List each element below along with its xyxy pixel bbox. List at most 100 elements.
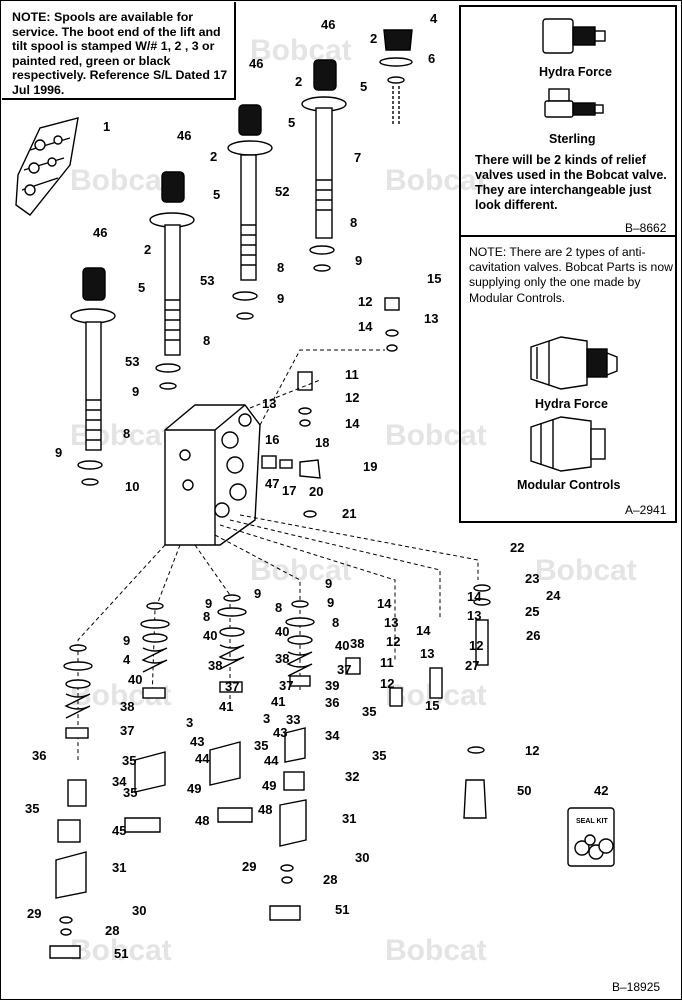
callout-9: 9	[277, 291, 284, 306]
callout-12: 12	[386, 634, 400, 649]
callout-14: 14	[467, 589, 482, 604]
anticav-note: NOTE: There are 2 types of anti-cavitati…	[469, 245, 673, 305]
callout-31: 31	[112, 860, 126, 875]
callout-41: 41	[271, 694, 285, 709]
callout-37: 37	[337, 662, 351, 677]
callout-5: 5	[288, 115, 295, 130]
callout-13: 13	[424, 311, 438, 326]
callout-46: 46	[321, 17, 335, 32]
callout-2: 2	[144, 242, 151, 257]
sterling-label: Sterling	[549, 132, 596, 146]
callout-20: 20	[309, 484, 323, 499]
callout-5: 5	[138, 280, 145, 295]
watermark: Bobcat	[385, 934, 487, 967]
callout-3: 3	[186, 715, 193, 730]
callout-9: 9	[55, 445, 62, 460]
callout-35: 35	[372, 748, 386, 763]
callout-2: 2	[370, 31, 377, 46]
callout-32: 32	[345, 769, 359, 784]
anticav-ref: A–2941	[625, 503, 667, 517]
callout-13: 13	[384, 615, 398, 630]
callout-8: 8	[275, 600, 282, 615]
watermark: Bobcat	[385, 419, 487, 452]
watermark: Bobcat	[535, 554, 637, 587]
callout-40: 40	[203, 628, 217, 643]
watermark: Bobcat	[250, 554, 352, 587]
hydra-force-label: Hydra Force	[539, 65, 612, 79]
valve-body	[164, 404, 261, 546]
callout-40: 40	[335, 638, 349, 653]
seal-kit-label: SEAL KIT	[576, 818, 608, 825]
callout-1: 1	[103, 119, 110, 134]
callout-12: 12	[469, 638, 483, 653]
callout-38: 38	[350, 636, 364, 651]
relief-valve-note: There will be 2 kinds of relief valves u…	[475, 153, 667, 212]
detent-housings	[49, 727, 307, 959]
relief-ref: B–8662	[625, 221, 667, 235]
callout-30: 30	[355, 850, 369, 865]
callout-5: 5	[213, 187, 220, 202]
hydra-force-label: Hydra Force	[535, 397, 608, 411]
callout-9: 9	[355, 253, 362, 268]
callout-9: 9	[123, 633, 130, 648]
callout-49: 49	[262, 778, 276, 793]
callout-15: 15	[427, 271, 441, 286]
callout-13: 13	[262, 396, 276, 411]
callout-14: 14	[345, 416, 360, 431]
watermark: Bobcat	[70, 164, 172, 197]
callout-13: 13	[467, 608, 481, 623]
watermark: Bobcat	[70, 419, 172, 452]
callout-46: 46	[93, 225, 107, 240]
callout-35: 35	[122, 753, 136, 768]
callout-9: 9	[327, 595, 334, 610]
callout-9: 9	[254, 586, 261, 601]
callout-18: 18	[315, 435, 329, 450]
relief-valve-parts	[261, 297, 491, 819]
callout-12: 12	[525, 743, 539, 758]
callout-43: 43	[190, 734, 204, 749]
dashed-leaders	[77, 349, 479, 760]
callout-27: 27	[465, 658, 479, 673]
callout-15: 15	[425, 698, 439, 713]
callout-8: 8	[203, 333, 210, 348]
anticav-valve-illustrations	[530, 336, 618, 472]
callout-12: 12	[358, 294, 372, 309]
callout-53: 53	[200, 273, 214, 288]
callout-5: 5	[360, 79, 367, 94]
callout-30: 30	[132, 903, 146, 918]
callout-8: 8	[277, 260, 284, 275]
callout-6: 6	[428, 51, 435, 66]
callout-50: 50	[517, 783, 531, 798]
callout-25: 25	[525, 604, 539, 619]
callout-28: 28	[105, 923, 119, 938]
callout-2: 2	[210, 149, 217, 164]
callout-45: 45	[112, 823, 126, 838]
callout-8: 8	[123, 426, 130, 441]
callout-53: 53	[125, 354, 139, 369]
callout-9: 9	[205, 596, 212, 611]
callout-2: 2	[295, 74, 302, 89]
relief-valve-panel: Hydra Force Sterling There will be 2 kin…	[459, 5, 677, 237]
callout-9: 9	[132, 384, 139, 399]
callout-35: 35	[25, 801, 39, 816]
callout-14: 14	[377, 596, 392, 611]
callout-22: 22	[510, 540, 524, 555]
watermark: Bobcat	[250, 34, 352, 67]
callout-47: 47	[265, 476, 279, 491]
watermark: Bobcat	[385, 164, 487, 197]
callout-38: 38	[208, 658, 222, 673]
callout-34: 34	[112, 774, 127, 789]
callout-44: 44	[264, 753, 279, 768]
callout-23: 23	[525, 571, 539, 586]
callout-8: 8	[350, 215, 357, 230]
spool-note-text: NOTE: Spools are available for service. …	[12, 10, 228, 97]
callout-38: 38	[275, 651, 289, 666]
callout-35: 35	[362, 704, 376, 719]
callout-8: 8	[203, 609, 210, 624]
callout-29: 29	[27, 906, 41, 921]
callout-37: 37	[279, 678, 293, 693]
callout-28: 28	[323, 872, 337, 887]
callout-4: 4	[123, 652, 131, 667]
spool-group	[70, 29, 413, 486]
